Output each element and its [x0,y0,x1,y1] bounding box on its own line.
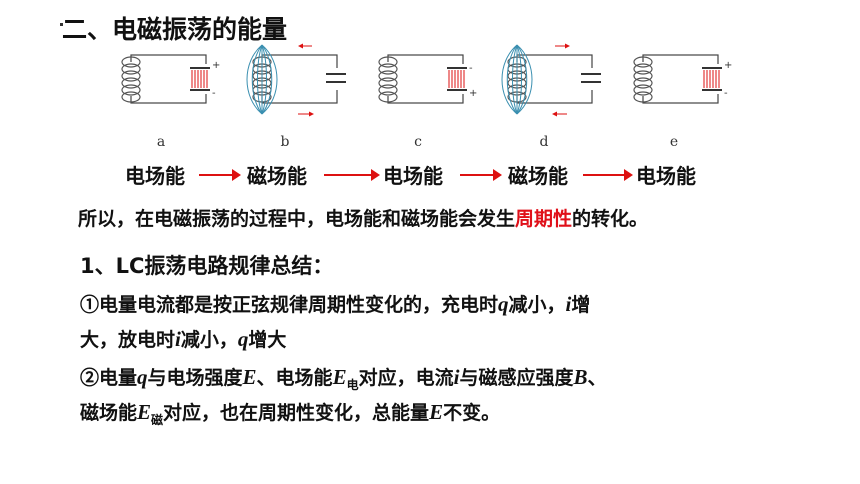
energy-label-3: 电场能 [383,164,443,188]
panel-label-c: c [414,134,422,150]
section-title: 1、LC振荡电路规律总结： [80,254,334,278]
energy-label-5: 电场能 [636,164,696,188]
svg-text:+: + [469,88,477,99]
svg-text:-: - [212,88,216,99]
arrow-3 [460,169,502,181]
panel-label-a: a [156,134,166,150]
panel-b-circuit [246,43,349,117]
svg-text:-: - [469,63,473,74]
panel-a-circuit: + - [121,54,222,104]
panel-label-d: d [539,134,549,150]
panel-c-circuit: - + [378,54,479,104]
page-title: 二、电磁振荡的能量 [62,15,288,44]
rule-1-line-2: 大，放电时i减小，q增大 [80,327,287,351]
rule-2-line-2: 磁场能E磁对应，也在周期性变化，总能量E不变。 [80,400,501,427]
rule-2-line-1: ②电量q与电场强度E、电场能E电对应，电流i与磁感应强度B、 [80,365,607,392]
svg-text:+: + [724,60,732,71]
energy-label-1: 电场能 [125,164,185,188]
rule-1-line-1: ①电量电流都是按正弦规律周期性变化的，充电时q减小，i增 [80,292,591,316]
svg-text:-: - [724,88,728,99]
panel-d-circuit [501,43,604,117]
panel-e-circuit: + - [633,54,734,104]
panel-label-b: b [280,134,290,150]
panel-label-e: e [669,134,679,150]
arrow-1 [199,169,241,181]
arrow-2 [324,169,380,181]
svg-text:+: + [212,60,220,71]
energy-conversion-sequence: 电场能 磁场能 电场能 磁场能 电场能 [0,160,860,190]
energy-label-2: 磁场能 [247,164,307,188]
highlight-periodic: 周期性 [515,208,573,230]
summary-sentence: 所以，在电磁振荡的过程中，电场能和磁场能会发生周期性的转化。 [78,208,649,230]
energy-label-4: 磁场能 [508,164,568,188]
arrow-4 [583,169,633,181]
lc-oscillation-diagrams: + - - + [121,43,734,117]
title-bullet [60,23,63,26]
